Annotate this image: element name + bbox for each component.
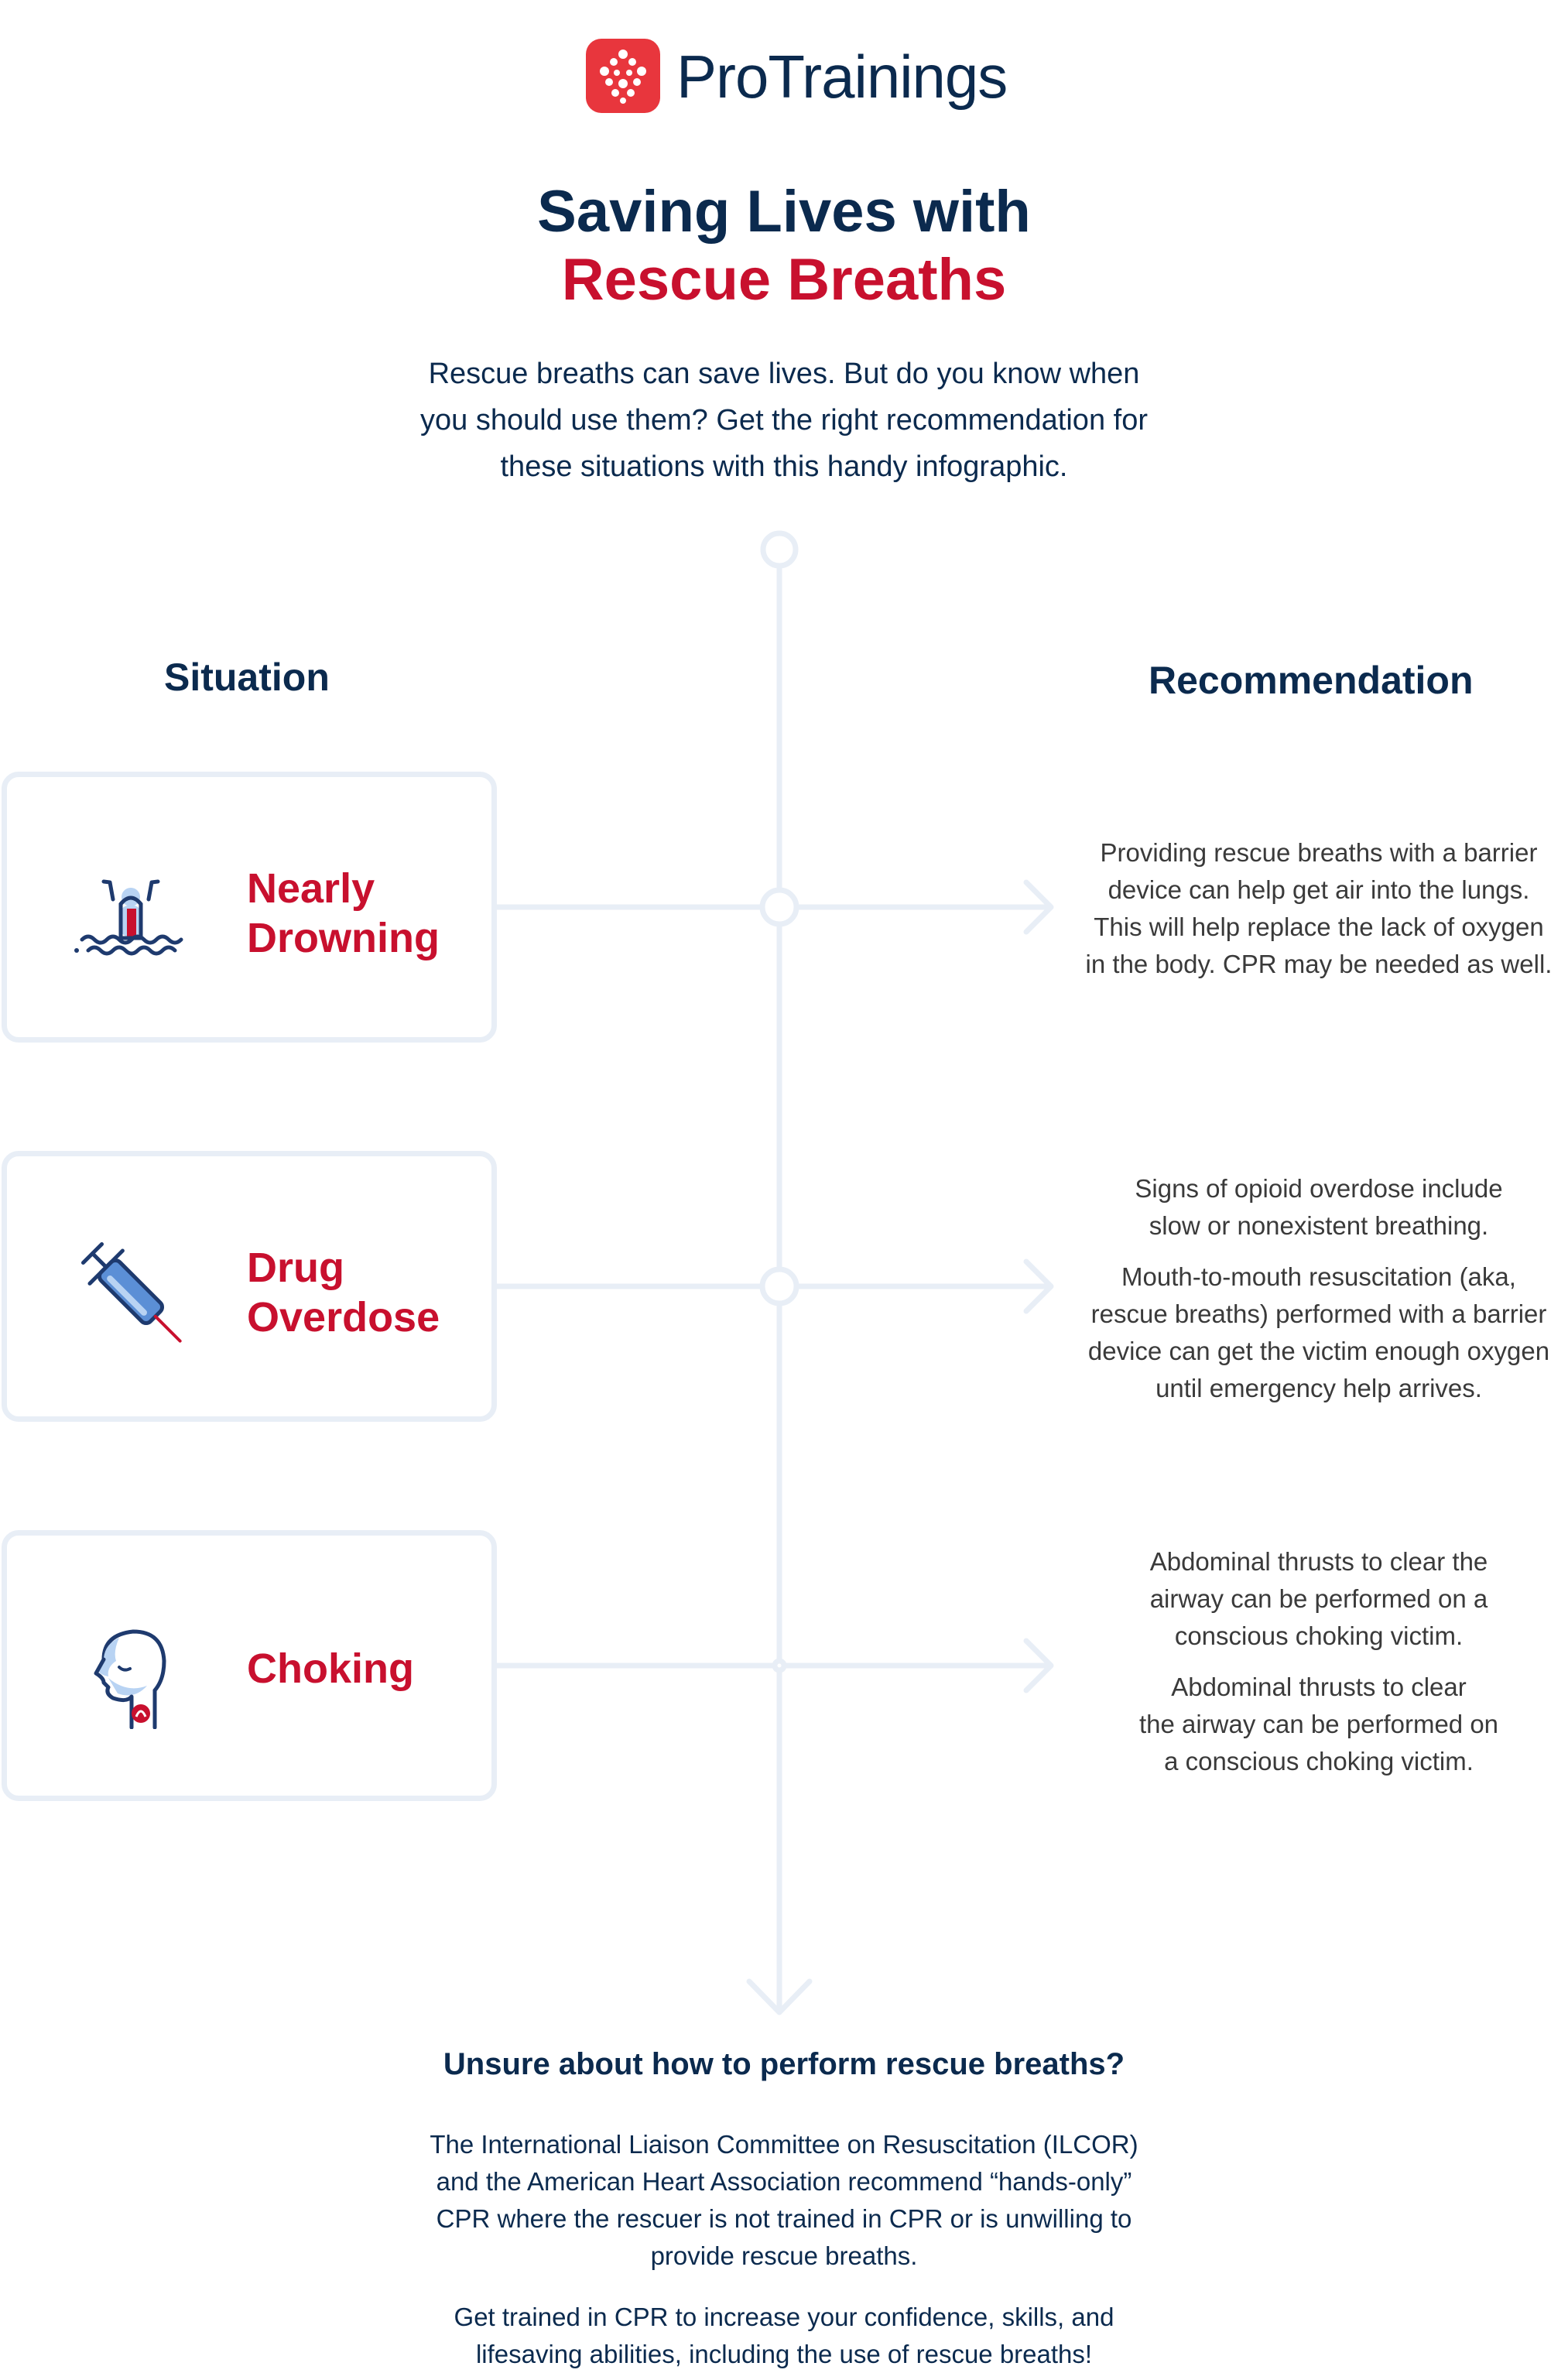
cta-line: lifesaving abilities, including the use … <box>475 2340 1093 2368</box>
cta-paragraph-get-trained: Get trained in CPR to increase your conf… <box>0 2299 1568 2373</box>
recommendation-paragraph: Abdominal thrusts to clear the airway ca… <box>1071 1543 1566 1655</box>
cta-heading: Unsure about how to perform rescue breat… <box>443 2047 1125 2081</box>
cta-paragraph-hands-only: The International Liaison Committee on R… <box>0 2126 1568 2275</box>
cta-line: The International Liaison Committee on R… <box>430 2130 1138 2159</box>
recommendation-line: the airway can be performed on <box>1138 1710 1499 1738</box>
situation-heading: Situation <box>164 656 330 699</box>
cta-line: CPR where the rescuer is not trained in … <box>436 2204 1132 2233</box>
protrainings-logo-icon <box>586 39 660 113</box>
recommendation-paragraph: Mouth-to-mouth resuscitation (aka, rescu… <box>1071 1258 1566 1407</box>
recommendation-line: Abdominal thrusts to clear <box>1171 1673 1467 1701</box>
situation-card-drug-overdose: Drug Overdose <box>2 1151 497 1422</box>
recommendation-line: Mouth-to-mouth resuscitation (aka, <box>1121 1262 1516 1291</box>
recommendation-drug-overdose: Signs of opioid overdose include slow or… <box>1071 1170 1566 1407</box>
recommendation-line: in the body. CPR may be needed as well. <box>1085 950 1553 978</box>
recommendation-paragraph: Providing rescue breaths with a barrier … <box>1071 834 1566 983</box>
recommendation-line: Providing rescue breaths with a barrier <box>1100 838 1538 867</box>
intro-line: you should use them? Get the right recom… <box>420 404 1148 437</box>
recommendation-heading: Recommendation <box>1149 659 1474 702</box>
brand-logo: ProTrainings <box>0 39 1568 124</box>
timeline-node <box>759 1266 799 1306</box>
choking-head-icon <box>94 1629 166 1729</box>
recommendation-choking: Abdominal thrusts to clear the airway ca… <box>1071 1543 1566 1780</box>
recommendation-line: until emergency help arrives. <box>1155 1374 1482 1402</box>
situation-label-line: Overdose <box>247 1294 440 1341</box>
intro-line: Rescue breaths can save lives. But do yo… <box>428 358 1140 390</box>
cta-line: provide rescue breaths. <box>650 2241 918 2270</box>
page-title-line1: Saving Lives with <box>537 179 1031 245</box>
recommendation-line: device can get the victim enough oxygen <box>1087 1337 1550 1365</box>
recommendation-line: Signs of opioid overdose include <box>1135 1174 1503 1203</box>
brand-name: ProTrainings <box>676 43 1008 111</box>
recommendation-line: slow or nonexistent breathing. <box>1149 1211 1489 1240</box>
situation-label: Drug Overdose <box>247 1243 440 1342</box>
cta-line: Get trained in CPR to increase your conf… <box>454 2303 1114 2331</box>
timeline-start-node <box>760 530 799 569</box>
recommendation-line: rescue breaths) performed with a barrier <box>1090 1300 1547 1328</box>
situation-label-line: Drowning <box>247 915 440 961</box>
connector-arrow <box>1023 879 1054 935</box>
situation-label: Choking <box>247 1644 414 1693</box>
drowning-person-icon <box>74 879 183 956</box>
situation-label-line: Nearly <box>247 865 375 912</box>
recommendation-line: device can help get air into the lungs. <box>1108 875 1530 904</box>
situation-label: Nearly Drowning <box>247 864 440 963</box>
situation-card-nearly-drowning: Nearly Drowning <box>2 772 497 1043</box>
recommendation-line: a conscious choking victim. <box>1164 1747 1474 1775</box>
page-title-line2: Rescue Breaths <box>561 247 1007 313</box>
intro-text: Rescue breaths can save lives. But do yo… <box>358 351 1210 490</box>
syringe-icon <box>80 1241 182 1343</box>
cta-line: and the American Heart Association recom… <box>436 2167 1132 2196</box>
recommendation-line: This will help replace the lack of oxyge… <box>1094 913 1544 941</box>
situation-label-line: Choking <box>247 1645 414 1692</box>
recommendation-paragraph: Signs of opioid overdose include slow or… <box>1071 1170 1566 1245</box>
recommendation-line: Abdominal thrusts to clear the <box>1149 1547 1488 1576</box>
recommendation-nearly-drowning: Providing rescue breaths with a barrier … <box>1071 834 1566 983</box>
intro-line: these situations with this handy infogra… <box>500 450 1068 483</box>
recommendation-line: conscious choking victim. <box>1174 1621 1464 1650</box>
situation-label-line: Drug <box>247 1245 344 1291</box>
recommendation-paragraph: Abdominal thrusts to clear the airway ca… <box>1071 1669 1566 1780</box>
situation-card-choking: Choking <box>2 1530 497 1801</box>
timeline-node <box>759 887 799 927</box>
recommendation-line: airway can be performed on a <box>1149 1584 1488 1613</box>
timeline-end-arrow <box>746 1978 813 2015</box>
